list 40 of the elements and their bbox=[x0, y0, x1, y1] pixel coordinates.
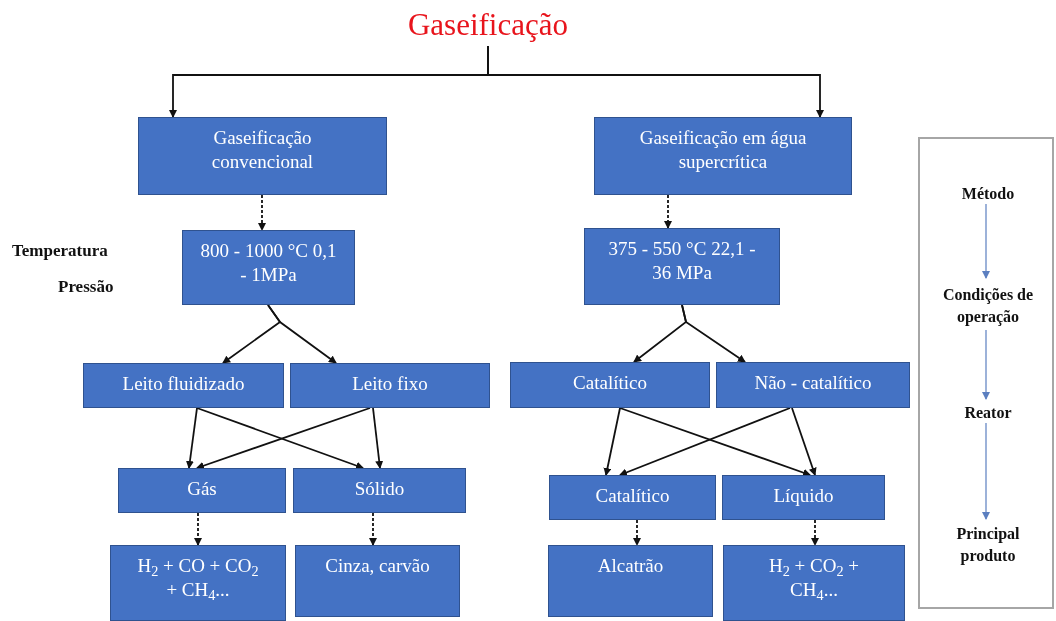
process-box: Gás bbox=[118, 468, 286, 513]
process-box: Cinza, carvão bbox=[295, 545, 460, 617]
arrow bbox=[982, 203, 990, 279]
process-box: Gaseificação em água supercrítica bbox=[594, 117, 852, 195]
arrow bbox=[664, 194, 672, 229]
process-box: Catalítico bbox=[549, 475, 716, 520]
process-box: Gaseificação convencional bbox=[138, 117, 387, 195]
arrow bbox=[982, 422, 990, 520]
arrow bbox=[603, 407, 621, 476]
arrow bbox=[258, 194, 266, 231]
process-box: H$_{2}$ + CO + CO$_{2}$ + CH$_{4}$... bbox=[110, 545, 286, 621]
process-box: 375 - 550 °C 22,1 - 36 MPa bbox=[584, 228, 780, 305]
arrow bbox=[185, 407, 198, 469]
process-box: 800 - 1000 °C 0,1 - 1MPa bbox=[182, 230, 355, 305]
process-box: H$_{2}$ + CO$_{2}$ + CH$_{4}$... bbox=[723, 545, 905, 621]
process-box: Não - catalítico bbox=[716, 362, 910, 408]
legend-text: Método bbox=[932, 182, 1044, 206]
arrow bbox=[633, 519, 641, 546]
arrow bbox=[487, 45, 824, 118]
parameter-label: Pressão bbox=[58, 276, 114, 298]
process-box: Sólido bbox=[293, 468, 466, 513]
parameter-label: Temperatura bbox=[12, 240, 108, 262]
arrow bbox=[194, 512, 202, 546]
arrow bbox=[681, 304, 746, 363]
process-box: Alcatrão bbox=[548, 545, 713, 617]
diagram-title: Gaseificação bbox=[388, 4, 588, 46]
arrow bbox=[372, 407, 384, 469]
legend-text: Reator bbox=[932, 401, 1044, 425]
process-box: Catalítico bbox=[510, 362, 710, 408]
process-box: Leito fixo bbox=[290, 363, 490, 408]
process-box: Líquido bbox=[722, 475, 885, 520]
arrow bbox=[369, 512, 377, 546]
legend-text: Condições de operação bbox=[924, 280, 1052, 332]
process-box: Leito fluidizado bbox=[83, 363, 284, 408]
legend-text: Principal produto bbox=[932, 521, 1044, 569]
arrow bbox=[982, 329, 990, 400]
arrow bbox=[791, 407, 817, 476]
arrow bbox=[267, 304, 337, 364]
legend-panel bbox=[918, 137, 1054, 609]
arrow bbox=[811, 519, 819, 546]
